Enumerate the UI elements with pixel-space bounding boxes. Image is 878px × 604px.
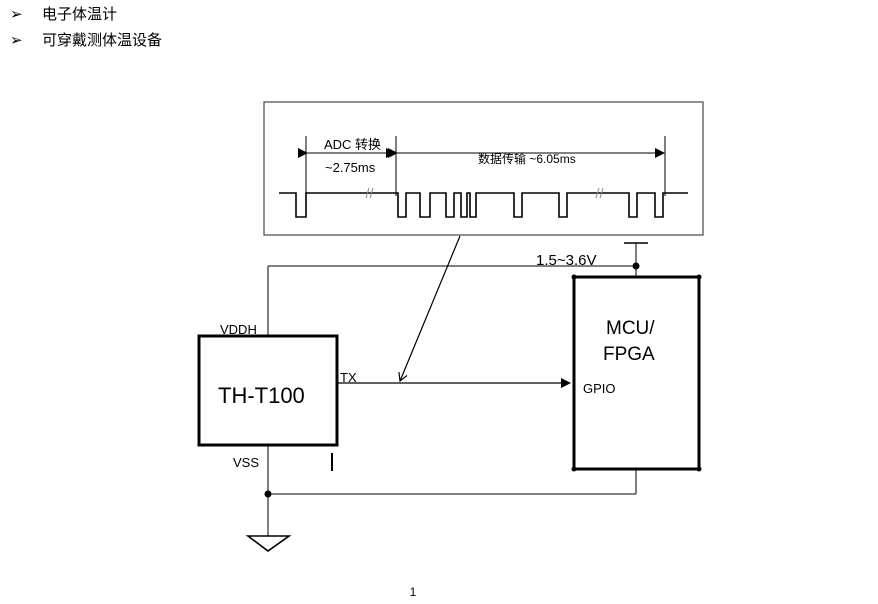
junction-dot-supply: [632, 262, 640, 270]
junction-dot-ground: [264, 490, 272, 498]
pointer-arrow: [400, 235, 461, 381]
waveform-break-marks: [365, 187, 604, 199]
bullet-item-2: ➢ 可穿戴测体温设备: [10, 30, 162, 50]
bullet-text-2: 可穿戴测体温设备: [42, 31, 163, 49]
waveform: [279, 192, 688, 218]
ground-icon: [245, 535, 292, 552]
arrow-bullet-icon: ➢: [10, 31, 23, 49]
timing-diagram: ADC 转换 ~2.75ms 数据传输 ~6.05ms: [263, 101, 704, 236]
ground-wiring: [245, 445, 637, 552]
sensor-label: TH-T100: [218, 383, 305, 408]
bullet-item-1: ➢ 电子体温计: [10, 4, 117, 24]
mcu-label-line1: MCU/: [606, 318, 655, 339]
mcu-block: MCU/ FPGA GPIO: [571, 274, 702, 472]
gpio-pin-label: GPIO: [583, 381, 616, 396]
bullet-text-1: 电子体温计: [42, 5, 118, 23]
transfer-label: 数据传输 ~6.05ms: [478, 151, 576, 166]
vddh-pin-label: VDDH: [220, 322, 257, 337]
mcu-box: [572, 275, 701, 471]
mcu-label-line2: FPGA: [603, 344, 655, 365]
vss-pin-label: VSS: [233, 455, 259, 470]
sensor-block: TH-T100 VDDH VSS TX: [197, 322, 357, 471]
adc-duration: ~2.75ms: [325, 160, 376, 175]
tx-pin-label: TX: [340, 370, 357, 385]
timing-box: [263, 101, 704, 236]
arrow-bullet-icon: ➢: [10, 5, 23, 23]
power-wiring: 1.5~3.6V: [267, 242, 648, 336]
supply-voltage: 1.5~3.6V: [536, 252, 596, 269]
adc-label: ADC 转换: [324, 137, 381, 152]
page-number: 1: [409, 585, 417, 599]
